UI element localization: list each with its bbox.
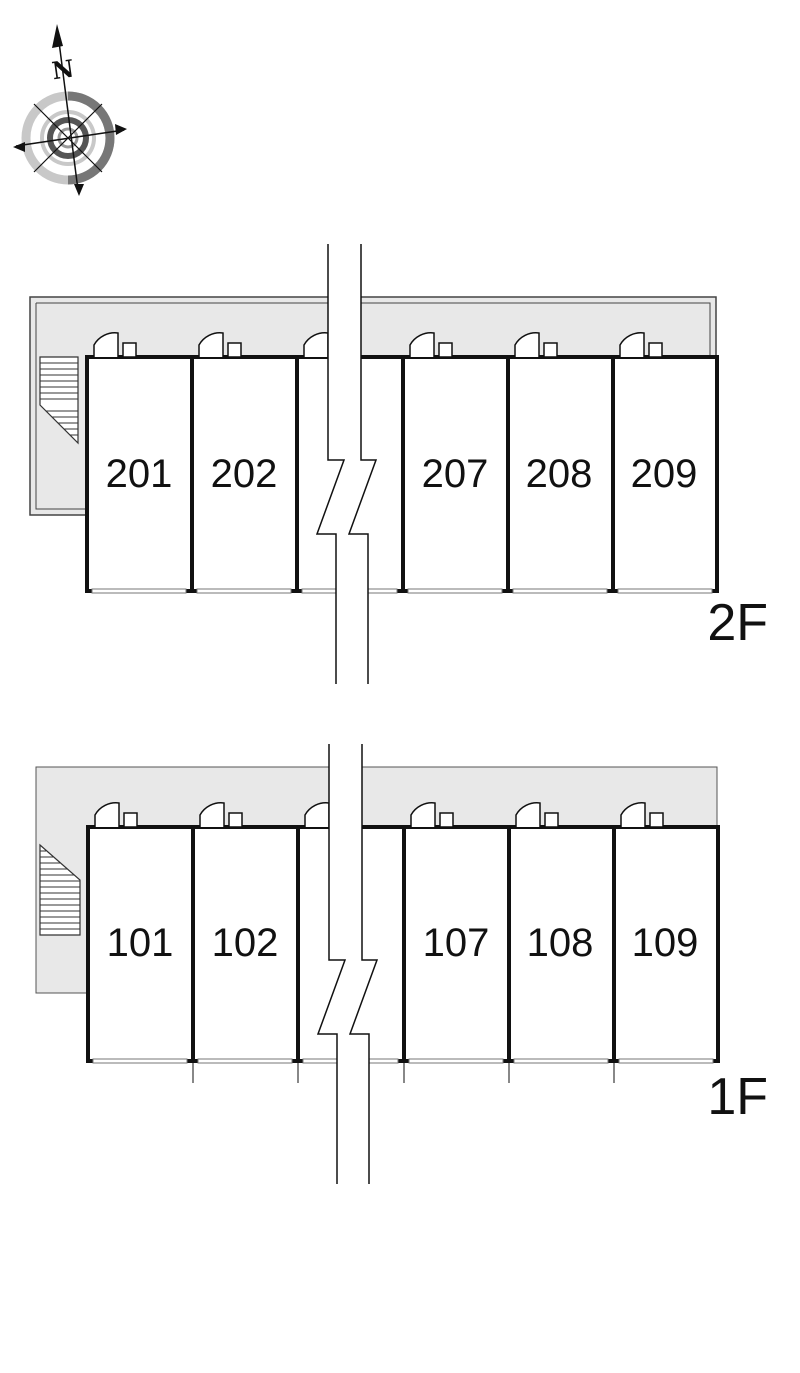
north-label: N [50, 53, 76, 85]
plan-break-line [315, 244, 378, 684]
floor-1f: 101 102 107 108 109 1F [35, 744, 768, 1184]
door-icons [94, 802, 664, 828]
unit-number: 102 [212, 921, 279, 965]
unit-number: 109 [632, 921, 699, 965]
floor-label: 2F [707, 594, 768, 652]
unit-number: 207 [422, 452, 489, 496]
staircase [39, 843, 81, 936]
compass-rose-icon: N [13, 24, 127, 196]
unit-number: 108 [527, 921, 594, 965]
staircase [39, 356, 79, 445]
floor-label: 1F [707, 1068, 768, 1126]
plan-break-line [316, 744, 379, 1184]
unit-number: 107 [423, 921, 490, 965]
unit-number: 208 [526, 452, 593, 496]
door-icons [93, 332, 663, 358]
unit-number: 209 [631, 452, 698, 496]
unit-number: 201 [106, 452, 173, 496]
floor-2f: 201 202 207 208 209 2F [29, 244, 768, 684]
unit-number: 101 [107, 921, 174, 965]
unit-number: 202 [211, 452, 278, 496]
